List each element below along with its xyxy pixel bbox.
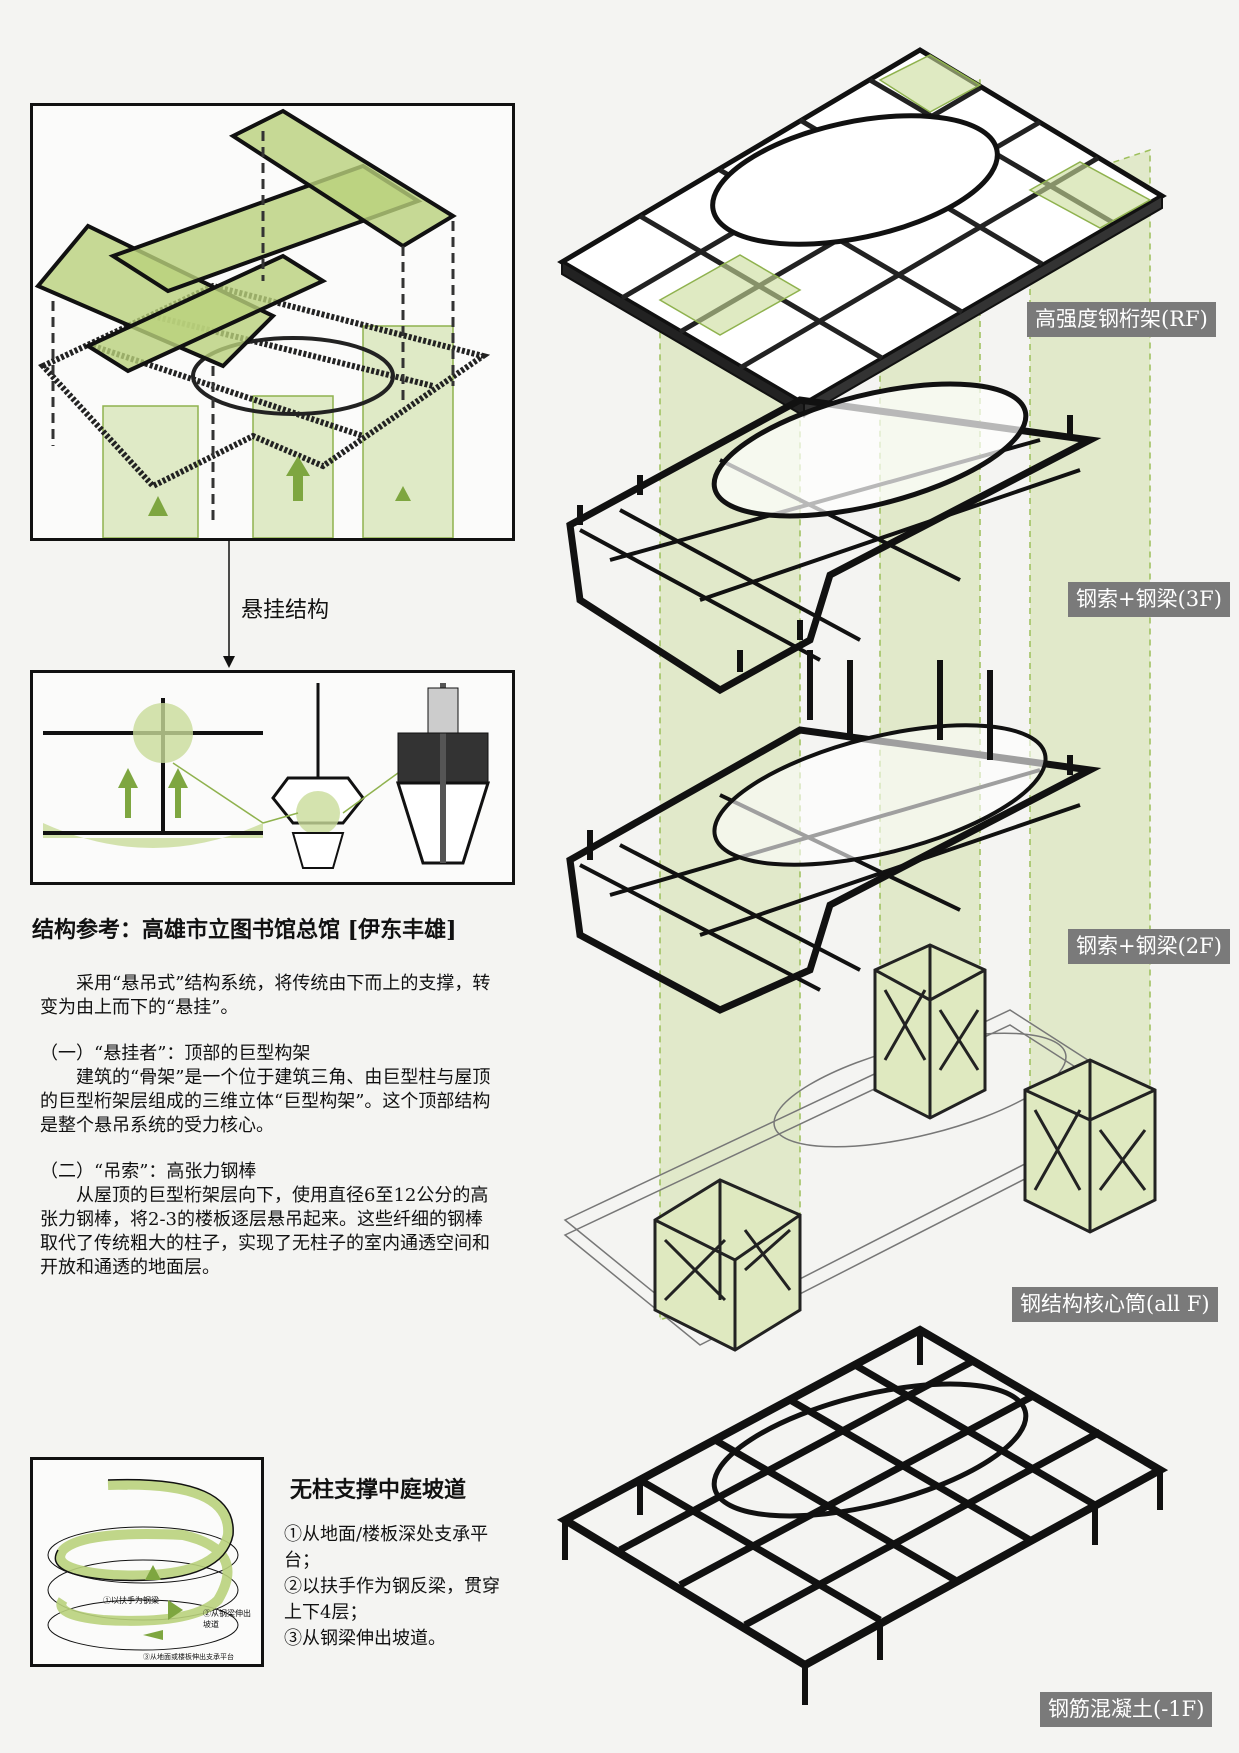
ramp-callout-2: ②从钢梁伸出坡道	[203, 1609, 251, 1629]
floor-2f-layer	[566, 650, 1102, 1014]
floor-3f-layer	[566, 381, 1102, 695]
intro-paragraph: 采用“悬吊式”结构系统，将传统由下而上的支撑，转变为由上而下的“悬挂”。	[40, 973, 491, 1018]
layer-label-rf: 高强度钢桁架(RF)	[1027, 302, 1216, 337]
section1-body: 建筑的“骨架”是一个位于建筑三角、由巨型柱与屋顶的巨型桁架层组成的三维立体“巨型…	[40, 1067, 491, 1136]
ramp-title: 无柱支撑中庭坡道	[290, 1477, 467, 1503]
ramp-step-1: ①从地面/楼板深处支承平台；	[284, 1524, 489, 1571]
core-tube-right	[1023, 1058, 1157, 1234]
layer-label-3f: 钢索+钢梁(3F)	[1068, 582, 1230, 617]
connection-detail-frame	[30, 670, 515, 885]
section2-heading: （二）“吊索”：高张力钢棒	[40, 1161, 257, 1182]
spiral-ramp-diagram	[47, 1478, 239, 1651]
suspension-structure-label: 悬挂结构	[241, 598, 330, 623]
basement-rc-frame	[556, 1325, 1169, 1705]
ramp-step-3: ③从钢梁伸出坡道。	[284, 1628, 446, 1649]
ramp-step-2: ②以扶手作为钢反梁，贯穿上下4层；	[284, 1576, 500, 1623]
layer-label-core: 钢结构核心筒(all F)	[1012, 1287, 1218, 1322]
ramp-steps: ①从地面/楼板深处支承平台； ②以扶手作为钢反梁，贯穿上下4层； ③从钢梁伸出坡…	[284, 1522, 504, 1652]
roof-truss-layer	[557, 47, 1167, 418]
suspension-isometric-frame	[30, 103, 515, 541]
section1-heading: （一）“悬挂者”：顶部的巨型构架	[40, 1043, 311, 1064]
reference-title: 结构参考：高雄市立图书馆总馆 [伊东丰雄]	[32, 917, 457, 943]
ramp-callout-1: ①以扶手为钢梁	[103, 1596, 159, 1605]
layer-label-b1: 钢筋混凝土(-1F)	[1040, 1692, 1213, 1727]
ramp-callout-3: ③从地面或楼板伸出支承平台	[143, 1653, 234, 1661]
ramp-diagram-frame: ①以扶手为钢梁 ②从钢梁伸出坡道 ③从地面或楼板伸出支承平台	[30, 1457, 264, 1667]
core-tube-left	[653, 1178, 802, 1352]
steel-core-tubes	[653, 943, 1157, 1352]
suspension-isometric-diagram	[34, 108, 491, 538]
layer-label-2f: 钢索+钢梁(2F)	[1068, 929, 1230, 964]
connection-detail-diagram	[43, 683, 491, 869]
core-tube-center	[873, 943, 987, 1120]
section2-body: 从屋顶的巨型桁架层向下，使用直径6至12公分的高张力钢棒，将2-3的楼板逐层悬吊…	[40, 1185, 490, 1278]
reference-body: 采用“悬吊式”结构系统，将传统由下而上的支撑，转变为由上而下的“悬挂”。 （一）…	[40, 972, 500, 1280]
down-arrow-connector	[223, 540, 235, 668]
